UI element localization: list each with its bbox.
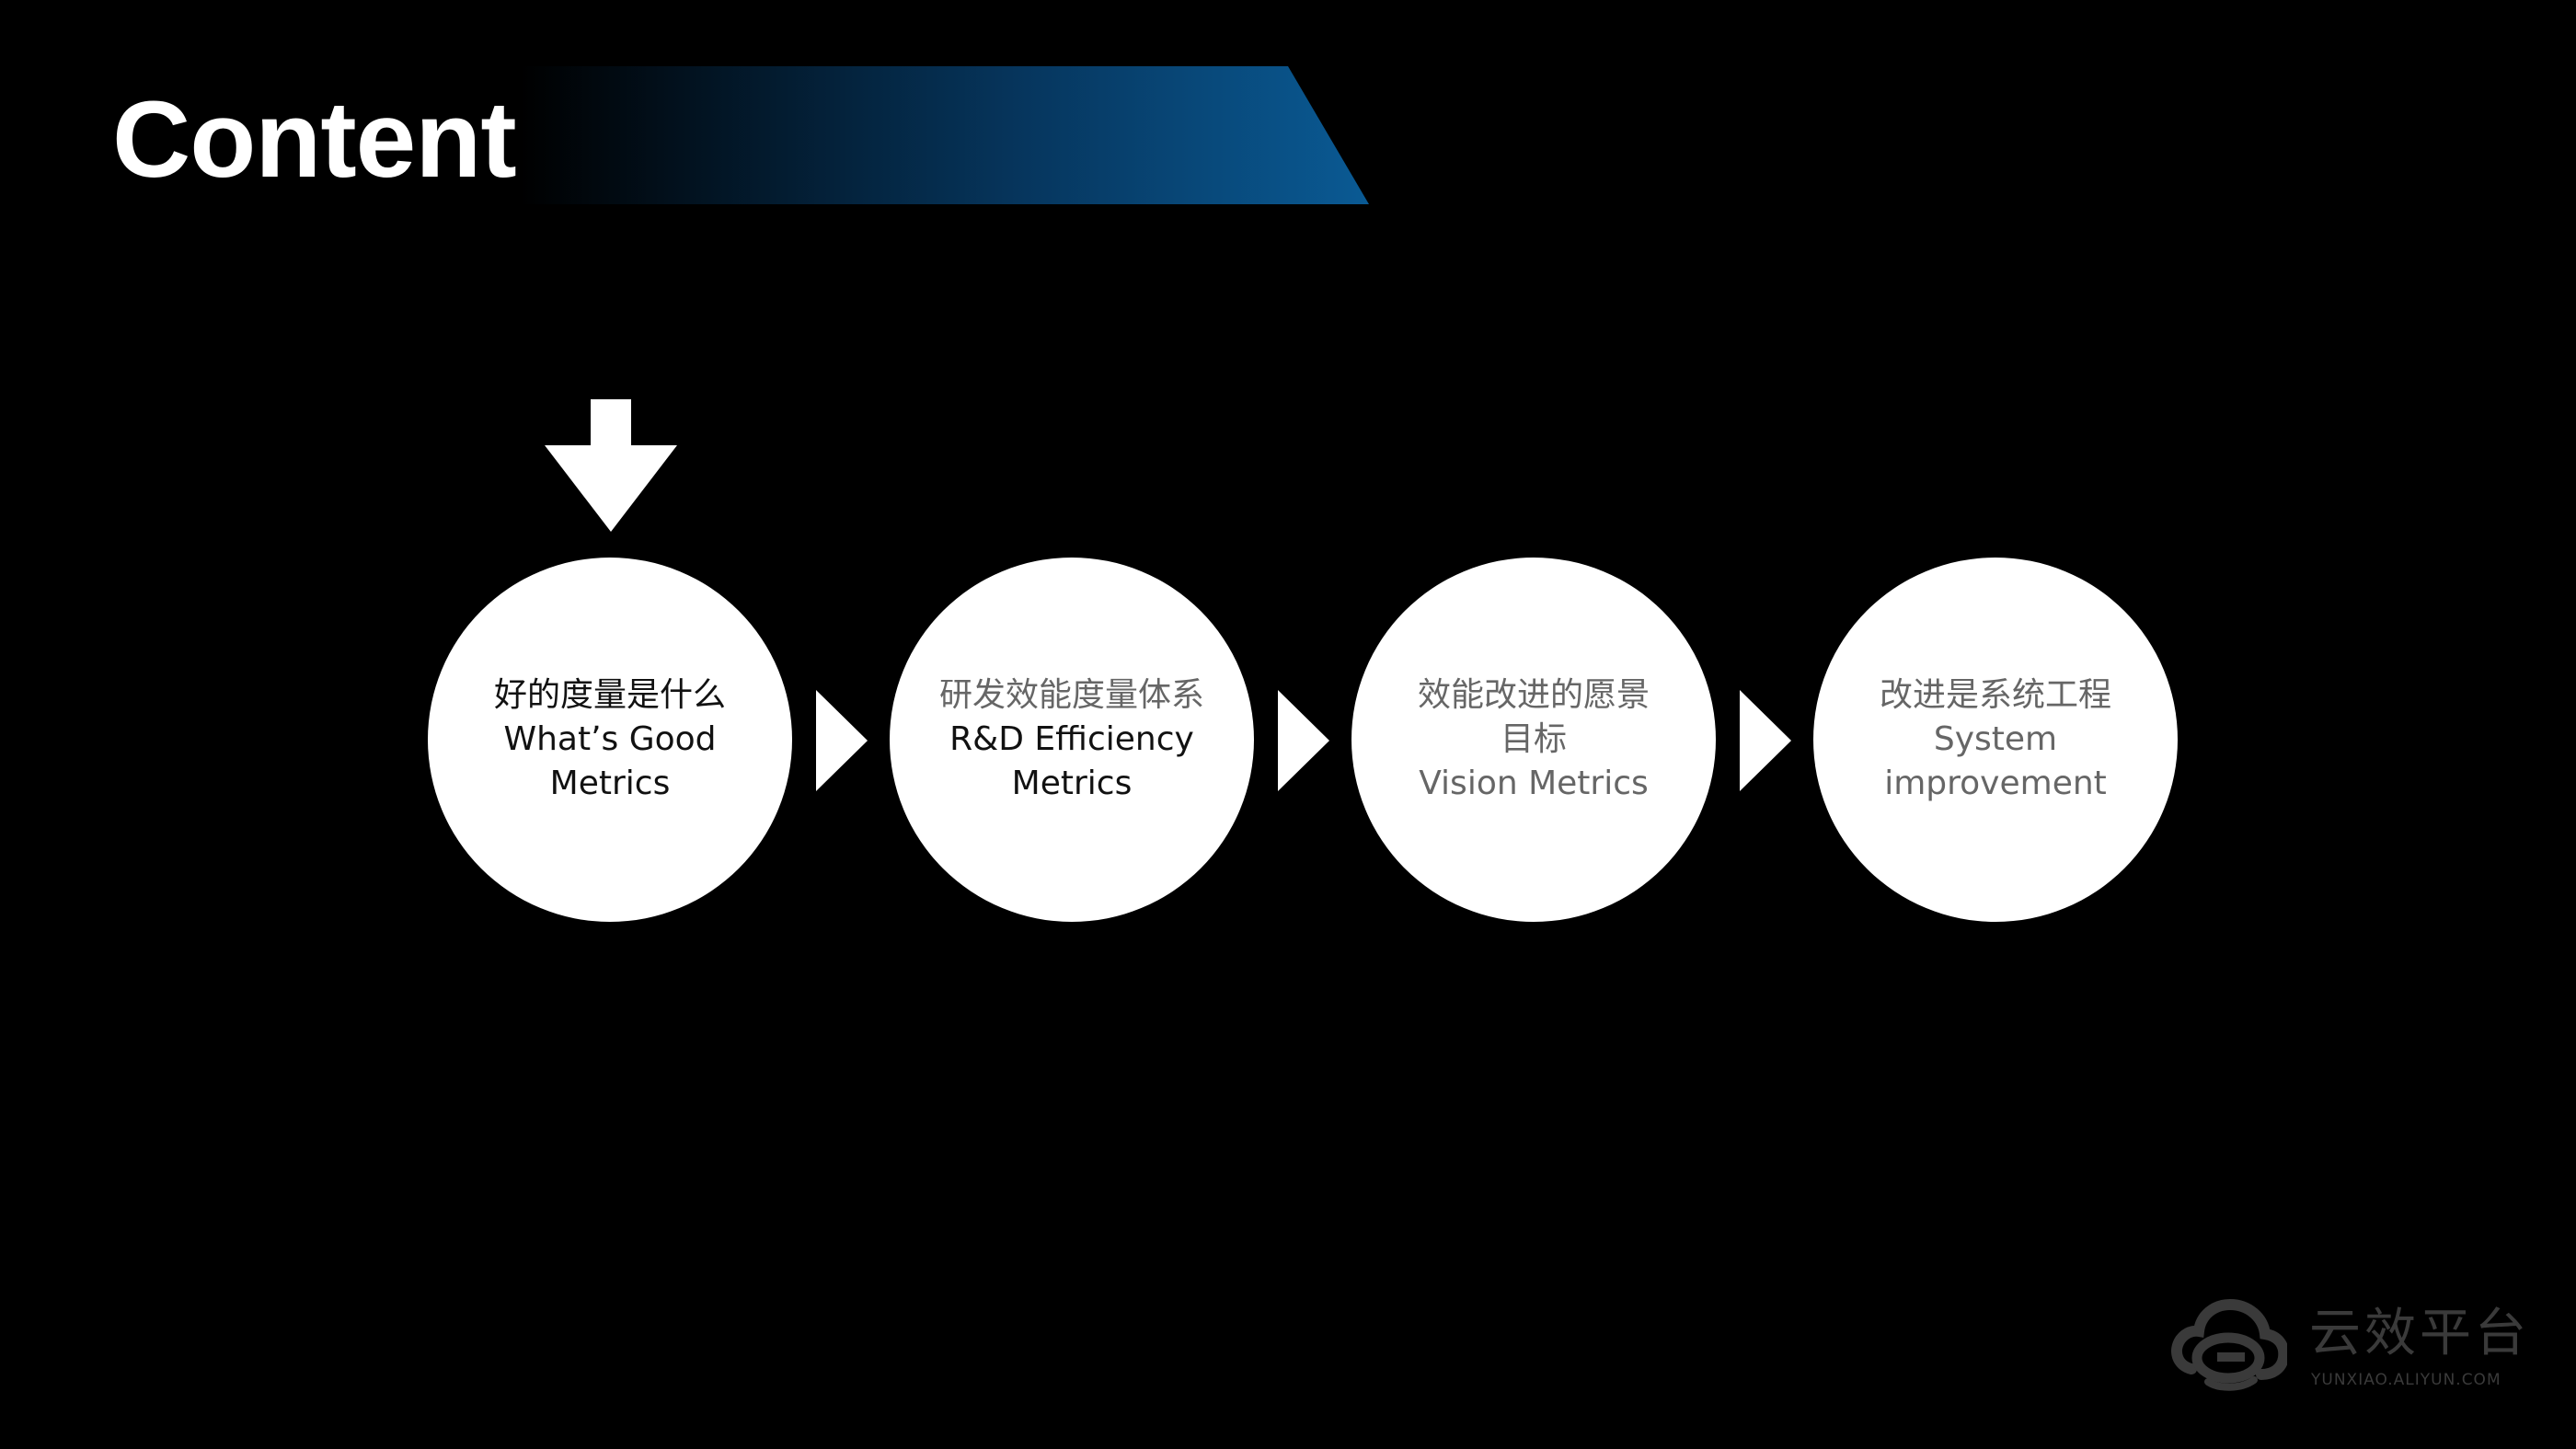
step-circle-system-improvement: 改进是系统工程 System improvement bbox=[1813, 558, 2178, 922]
step-title-en: System bbox=[1933, 720, 2058, 758]
step-title-en-2: improvement bbox=[1884, 765, 2107, 802]
step-title-zh: 效能改进的愿景 bbox=[1417, 676, 1650, 714]
chevron-right-icon bbox=[816, 690, 868, 791]
cloud-eye-icon bbox=[2171, 1298, 2287, 1391]
step-title-en: R&D Efficiency bbox=[949, 720, 1194, 758]
step-circle-vision: 效能改进的愿景 目标 Vision Metrics bbox=[1351, 558, 1716, 922]
down-arrow-icon bbox=[545, 399, 677, 532]
step-title-zh: 好的度量是什么 bbox=[493, 676, 726, 714]
step-title-en-2: Metrics bbox=[549, 765, 671, 802]
page-title: Content bbox=[112, 79, 517, 201]
step-circle-rd-efficiency: 研发效能度量体系 R&D Efficiency Metrics bbox=[890, 558, 1254, 922]
step-title-en: What’s Good bbox=[503, 720, 717, 758]
step-title-en: Vision Metrics bbox=[1419, 765, 1649, 802]
step-title-zh: 改进是系统工程 bbox=[1879, 676, 2111, 714]
step-title-en-2: Metrics bbox=[1011, 765, 1133, 802]
logo-name: 云效平台 bbox=[2309, 1304, 2530, 1363]
step-title-zh: 研发效能度量体系 bbox=[938, 676, 1204, 714]
logo-subtitle: YUNXIAO.ALIYUN.COM bbox=[2311, 1371, 2501, 1389]
chevron-right-icon bbox=[1278, 690, 1329, 791]
brand-logo: 云效平台 YUNXIAO.ALIYUN.COM bbox=[2171, 1297, 2526, 1398]
step-circle-good-metrics: 好的度量是什么 What’s Good Metrics bbox=[428, 558, 792, 922]
step-title-zh-2: 目标 bbox=[1500, 720, 1567, 758]
chevron-right-icon bbox=[1740, 690, 1791, 791]
title-banner bbox=[0, 66, 1369, 204]
